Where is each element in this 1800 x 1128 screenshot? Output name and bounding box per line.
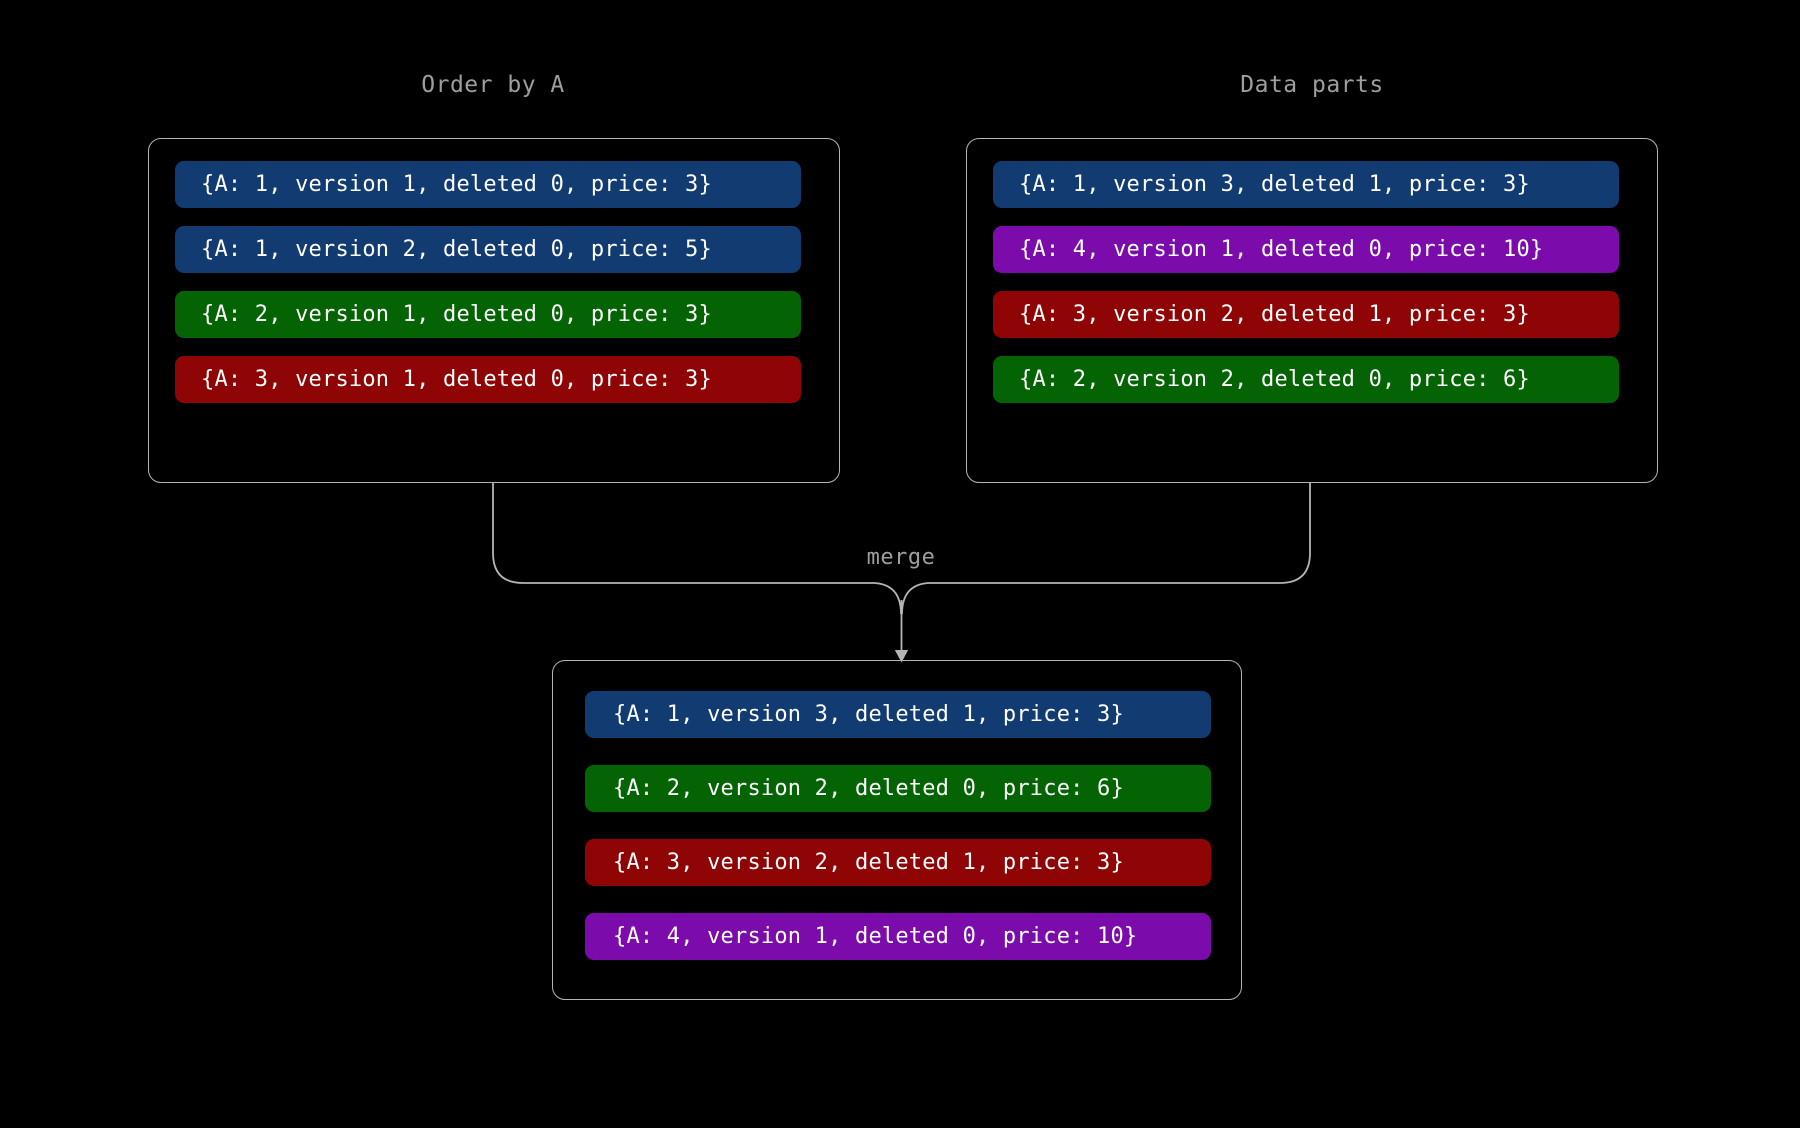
order-by-panel: {A: 1, version 1, deleted 0, price: 3} {… [148,138,840,483]
connector-left-fillet [874,582,902,615]
record-row[interactable]: {A: 3, version 2, deleted 1, price: 3} [585,839,1211,886]
record-row[interactable]: {A: 1, version 3, deleted 1, price: 3} [585,691,1211,738]
order-by-title: Order by A [421,72,565,98]
record-row[interactable]: {A: 3, version 2, deleted 1, price: 3} [993,291,1619,338]
record-row[interactable]: {A: 1, version 2, deleted 0, price: 5} [175,226,801,273]
data-parts-panel: {A: 1, version 3, deleted 1, price: 3} {… [966,138,1658,483]
data-parts-title: Data parts [1240,72,1384,98]
connector-left-branch [492,482,875,584]
merge-label: merge [866,545,936,570]
merged-result-panel: {A: 1, version 3, deleted 1, price: 3} {… [552,660,1242,1000]
connector-right-fillet [901,582,929,615]
record-row[interactable]: {A: 2, version 2, deleted 0, price: 6} [585,765,1211,812]
record-row[interactable]: {A: 3, version 1, deleted 0, price: 3} [175,356,801,403]
record-row[interactable]: {A: 4, version 1, deleted 0, price: 10} [993,226,1619,273]
record-row[interactable]: {A: 1, version 1, deleted 0, price: 3} [175,161,801,208]
connector-right-branch [928,482,1311,584]
record-row[interactable]: {A: 2, version 1, deleted 0, price: 3} [175,291,801,338]
record-row[interactable]: {A: 4, version 1, deleted 0, price: 10} [585,913,1211,960]
record-row[interactable]: {A: 1, version 3, deleted 1, price: 3} [993,161,1619,208]
record-row[interactable]: {A: 2, version 2, deleted 0, price: 6} [993,356,1619,403]
